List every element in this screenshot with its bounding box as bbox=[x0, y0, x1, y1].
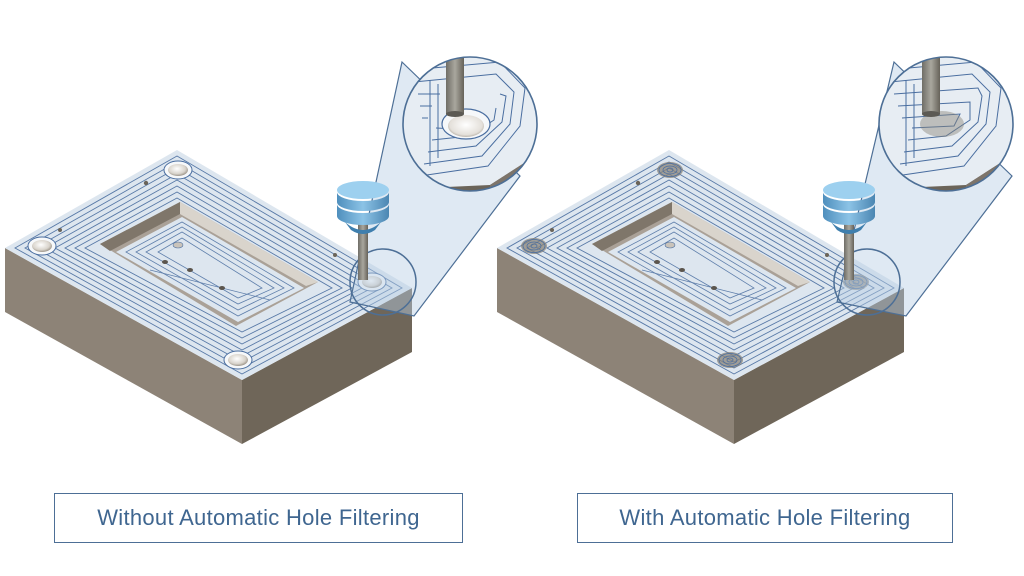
cutting-tool bbox=[337, 181, 389, 280]
filtered-hole-top-left bbox=[657, 162, 683, 178]
panel-without-hole-filtering bbox=[4, 56, 538, 445]
panel-with-hole-filtering bbox=[496, 56, 1014, 445]
zoom-view-left bbox=[402, 56, 538, 192]
hole-bottom bbox=[223, 350, 253, 370]
hole-left bbox=[27, 236, 57, 256]
cutting-tool bbox=[823, 181, 875, 280]
magnifier-callout bbox=[349, 60, 521, 317]
caption-with-hole-filtering: With Automatic Hole Filtering bbox=[577, 493, 953, 543]
caption-without-hole-filtering: Without Automatic Hole Filtering bbox=[54, 493, 463, 543]
zoom-view-right bbox=[878, 56, 1014, 192]
focus-circle bbox=[349, 248, 417, 316]
filtered-hole-bottom bbox=[717, 352, 743, 368]
focus-circle bbox=[833, 248, 901, 316]
filtered-hole-left bbox=[521, 238, 547, 254]
hole-top-left bbox=[163, 160, 193, 180]
